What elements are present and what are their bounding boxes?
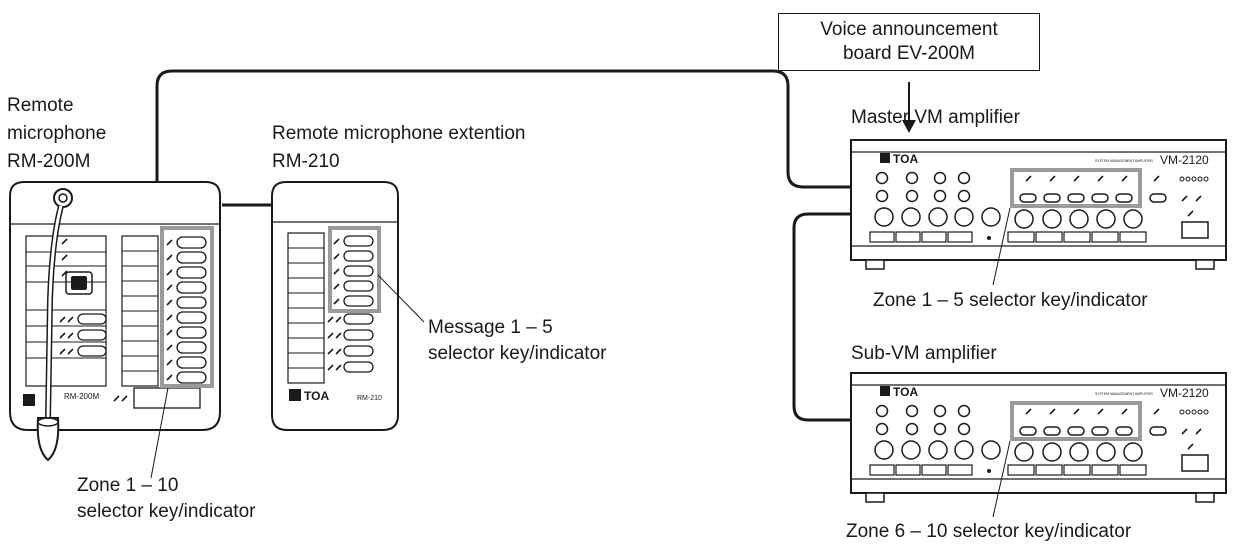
message-leader	[377, 274, 425, 323]
svg-text:VM-2120: VM-2120	[1160, 386, 1209, 400]
rm200m-device: RM-200M	[9, 181, 221, 462]
zone-1-5-label: Zone 1 – 5 selector key/indicator	[873, 290, 1148, 311]
sub-vm-label: Sub-VM amplifier	[851, 343, 997, 364]
zone-1-5-leader	[992, 207, 1011, 286]
svg-text:RM-210: RM-210	[357, 395, 382, 402]
board-arrow-head	[902, 120, 916, 133]
zone-6-10-leader	[992, 440, 1011, 518]
master-vm-label: Master VM amplifier	[851, 107, 1020, 128]
cable-rm200m-to-master	[155, 69, 851, 189]
svg-text:VM-2120: VM-2120	[1160, 153, 1209, 167]
rm210-device: TOA RM-210	[271, 181, 399, 431]
cable-master-to-sub	[792, 212, 851, 422]
sub-vm-device: TOA SYSTEM MANAGEMENT AMPLIFIER VM-2120	[850, 372, 1227, 503]
svg-text:SYSTEM MANAGEMENT AMPLIFIER: SYSTEM MANAGEMENT AMPLIFIER	[1095, 392, 1153, 396]
svg-text:SYSTEM MANAGEMENT AMPLIFIER: SYSTEM MANAGEMENT AMPLIFIER	[1095, 159, 1153, 163]
rm200m-label: Remote microphone RM-200M	[7, 95, 107, 172]
message-selector-label: Message 1 – 5 selector key/indicator	[428, 317, 607, 364]
zone-6-10-label: Zone 6 – 10 selector key/indicator	[846, 521, 1132, 542]
svg-text:TOA: TOA	[893, 385, 918, 399]
svg-text:RM-200M: RM-200M	[64, 392, 99, 401]
zone-1-10-label: Zone 1 – 10 selector key/indicator	[77, 475, 256, 522]
zone-1-10-leader	[150, 387, 169, 479]
master-vm-device: TOA SYSTEM MANAGEMENT AMPLIFIER VM-2120	[850, 139, 1227, 270]
voice-announcement-board-label: Voice announcement board EV-200M	[778, 13, 1040, 71]
rm200m-logo: RM-200M	[23, 392, 99, 406]
rm210-label: Remote microphone extention RM-210	[272, 123, 526, 172]
svg-text:TOA: TOA	[893, 152, 918, 166]
svg-text:TOA: TOA	[304, 389, 329, 403]
